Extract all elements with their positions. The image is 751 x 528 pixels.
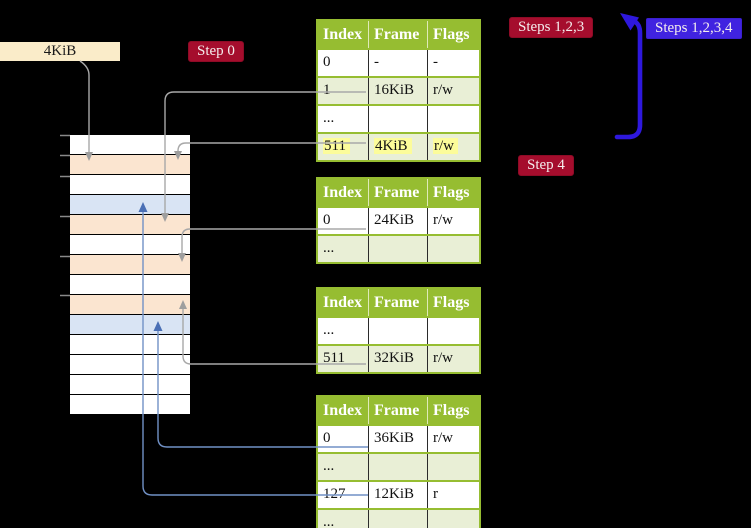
cell-frame: 4KiB bbox=[368, 134, 427, 160]
column-header-flags: Flags bbox=[427, 289, 479, 316]
cell-flags: r bbox=[427, 482, 479, 508]
cell-flags: - bbox=[427, 50, 479, 76]
cell-flags: r/w bbox=[427, 346, 479, 372]
badge-step-4: Step 4 bbox=[518, 155, 574, 176]
memory-frame-row bbox=[70, 335, 190, 355]
cell-index: ... bbox=[323, 110, 335, 126]
cell-flags: r/w bbox=[427, 134, 479, 160]
page-table-t4: Index Frame Flags 0 36KiB r/w ... 127 12… bbox=[316, 395, 481, 528]
page-table-t1: Index Frame Flags 0 - - 1 16KiB r/w ... … bbox=[316, 19, 481, 162]
memory-frame-row bbox=[70, 135, 190, 155]
page-table-t3: Index Frame Flags ... 511 32KiB r/w bbox=[316, 287, 481, 374]
cell-flags: r/w bbox=[427, 208, 479, 234]
cell-flags: r/w bbox=[427, 78, 479, 104]
cell-index: 0 bbox=[323, 212, 331, 228]
cell-frame: - bbox=[368, 50, 427, 76]
column-header-index: Index bbox=[323, 26, 363, 43]
table-row: 1 16KiB r/w bbox=[318, 76, 479, 104]
column-header-flags: Flags bbox=[427, 397, 479, 424]
table-row: ... bbox=[318, 452, 479, 480]
cell-flags: r/w bbox=[427, 426, 479, 452]
table-row: ... bbox=[318, 234, 479, 262]
cell-index: 0 bbox=[323, 54, 331, 70]
table-row: ... bbox=[318, 508, 479, 528]
table-row: ... bbox=[318, 104, 479, 132]
cell-index: ... bbox=[323, 514, 335, 528]
table-row-highlighted: 511 4KiB r/w bbox=[318, 132, 479, 160]
column-header-index: Index bbox=[323, 184, 363, 201]
page-table-t2: Index Frame Flags 0 24KiB r/w ... bbox=[316, 177, 481, 264]
cell-index: 127 bbox=[323, 486, 346, 502]
memory-frame-row bbox=[70, 395, 190, 415]
memory-frame-row bbox=[70, 355, 190, 375]
memory-frame-row bbox=[70, 255, 190, 275]
cell-index: ... bbox=[323, 240, 335, 256]
column-header-flags: Flags bbox=[427, 21, 479, 48]
badge-steps-1-2-3: Steps 1,2,3 bbox=[509, 17, 594, 38]
cell-index: 511 bbox=[318, 134, 368, 160]
cell-flags bbox=[427, 510, 479, 528]
table-row: 511 32KiB r/w bbox=[318, 344, 479, 372]
memory-frame-row bbox=[70, 275, 190, 295]
cell-frame bbox=[368, 510, 427, 528]
column-header-index: Index bbox=[323, 402, 363, 419]
memory-frame-row bbox=[70, 375, 190, 395]
table-header-row: Index Frame Flags bbox=[318, 289, 479, 316]
cell-frame: 32KiB bbox=[368, 346, 427, 372]
memory-frame-row bbox=[70, 315, 190, 335]
memory-tick-marks bbox=[60, 134, 70, 297]
column-header-frame: Frame bbox=[368, 289, 427, 316]
badge-step-0: Step 0 bbox=[188, 41, 244, 62]
column-header-frame: Frame bbox=[368, 179, 427, 206]
column-header-frame: Frame bbox=[368, 21, 427, 48]
column-header-index: Index bbox=[323, 294, 363, 311]
cell-index: 1 bbox=[323, 82, 331, 98]
cell-frame: 12KiB bbox=[368, 482, 427, 508]
memory-frame-row bbox=[70, 235, 190, 255]
cell-frame: 16KiB bbox=[368, 78, 427, 104]
cell-index: 511 bbox=[323, 350, 345, 366]
column-header-frame: Frame bbox=[368, 397, 427, 424]
free-frame-size-label: 4KiB bbox=[0, 42, 120, 61]
badge-steps-1-2-3-4: Steps 1,2,3,4 bbox=[646, 18, 742, 39]
cell-frame bbox=[368, 318, 427, 344]
memory-frame-row bbox=[70, 175, 190, 195]
physical-memory-column bbox=[70, 135, 190, 415]
column-header-flags: Flags bbox=[427, 179, 479, 206]
memory-frame-row bbox=[70, 215, 190, 235]
memory-frame-row bbox=[70, 295, 190, 315]
cell-index: ... bbox=[323, 322, 335, 338]
table-row: ... bbox=[318, 316, 479, 344]
table-header-row: Index Frame Flags bbox=[318, 397, 479, 424]
table-header-row: Index Frame Flags bbox=[318, 179, 479, 206]
cell-frame bbox=[368, 236, 427, 262]
cell-index: ... bbox=[323, 458, 335, 474]
table-row: 0 24KiB r/w bbox=[318, 206, 479, 234]
cell-frame bbox=[368, 106, 427, 132]
table-row: 0 36KiB r/w bbox=[318, 424, 479, 452]
steps-loop-arrowhead-icon bbox=[620, 13, 639, 31]
table-header-row: Index Frame Flags bbox=[318, 21, 479, 48]
cell-frame bbox=[368, 454, 427, 480]
cell-frame: 36KiB bbox=[368, 426, 427, 452]
cell-flags bbox=[427, 454, 479, 480]
memory-frame-row bbox=[70, 195, 190, 215]
cell-flags bbox=[427, 318, 479, 344]
cell-frame: 24KiB bbox=[368, 208, 427, 234]
table-row: 127 12KiB r bbox=[318, 480, 479, 508]
cell-index: 0 bbox=[323, 430, 331, 446]
cell-flags bbox=[427, 236, 479, 262]
memory-frame-row bbox=[70, 155, 190, 175]
table-row: 0 - - bbox=[318, 48, 479, 76]
steps-loop-arrow bbox=[614, 18, 643, 140]
cell-flags bbox=[427, 106, 479, 132]
